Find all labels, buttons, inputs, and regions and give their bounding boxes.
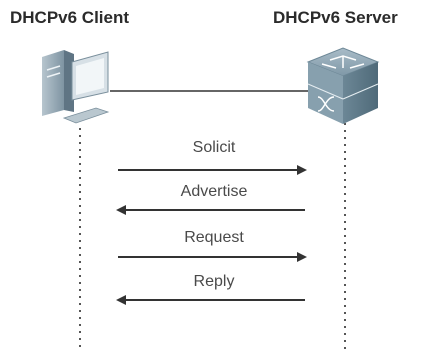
server-title: DHCPv6 Server	[273, 8, 398, 27]
message-request: Request	[184, 229, 244, 246]
client-pc-icon	[42, 50, 110, 124]
message-reply: Reply	[193, 273, 235, 290]
server-icon	[306, 47, 380, 124]
message-solicit: Solicit	[192, 139, 236, 156]
client-title: DHCPv6 Client	[10, 8, 130, 27]
message-advertise: Advertise	[180, 183, 248, 200]
